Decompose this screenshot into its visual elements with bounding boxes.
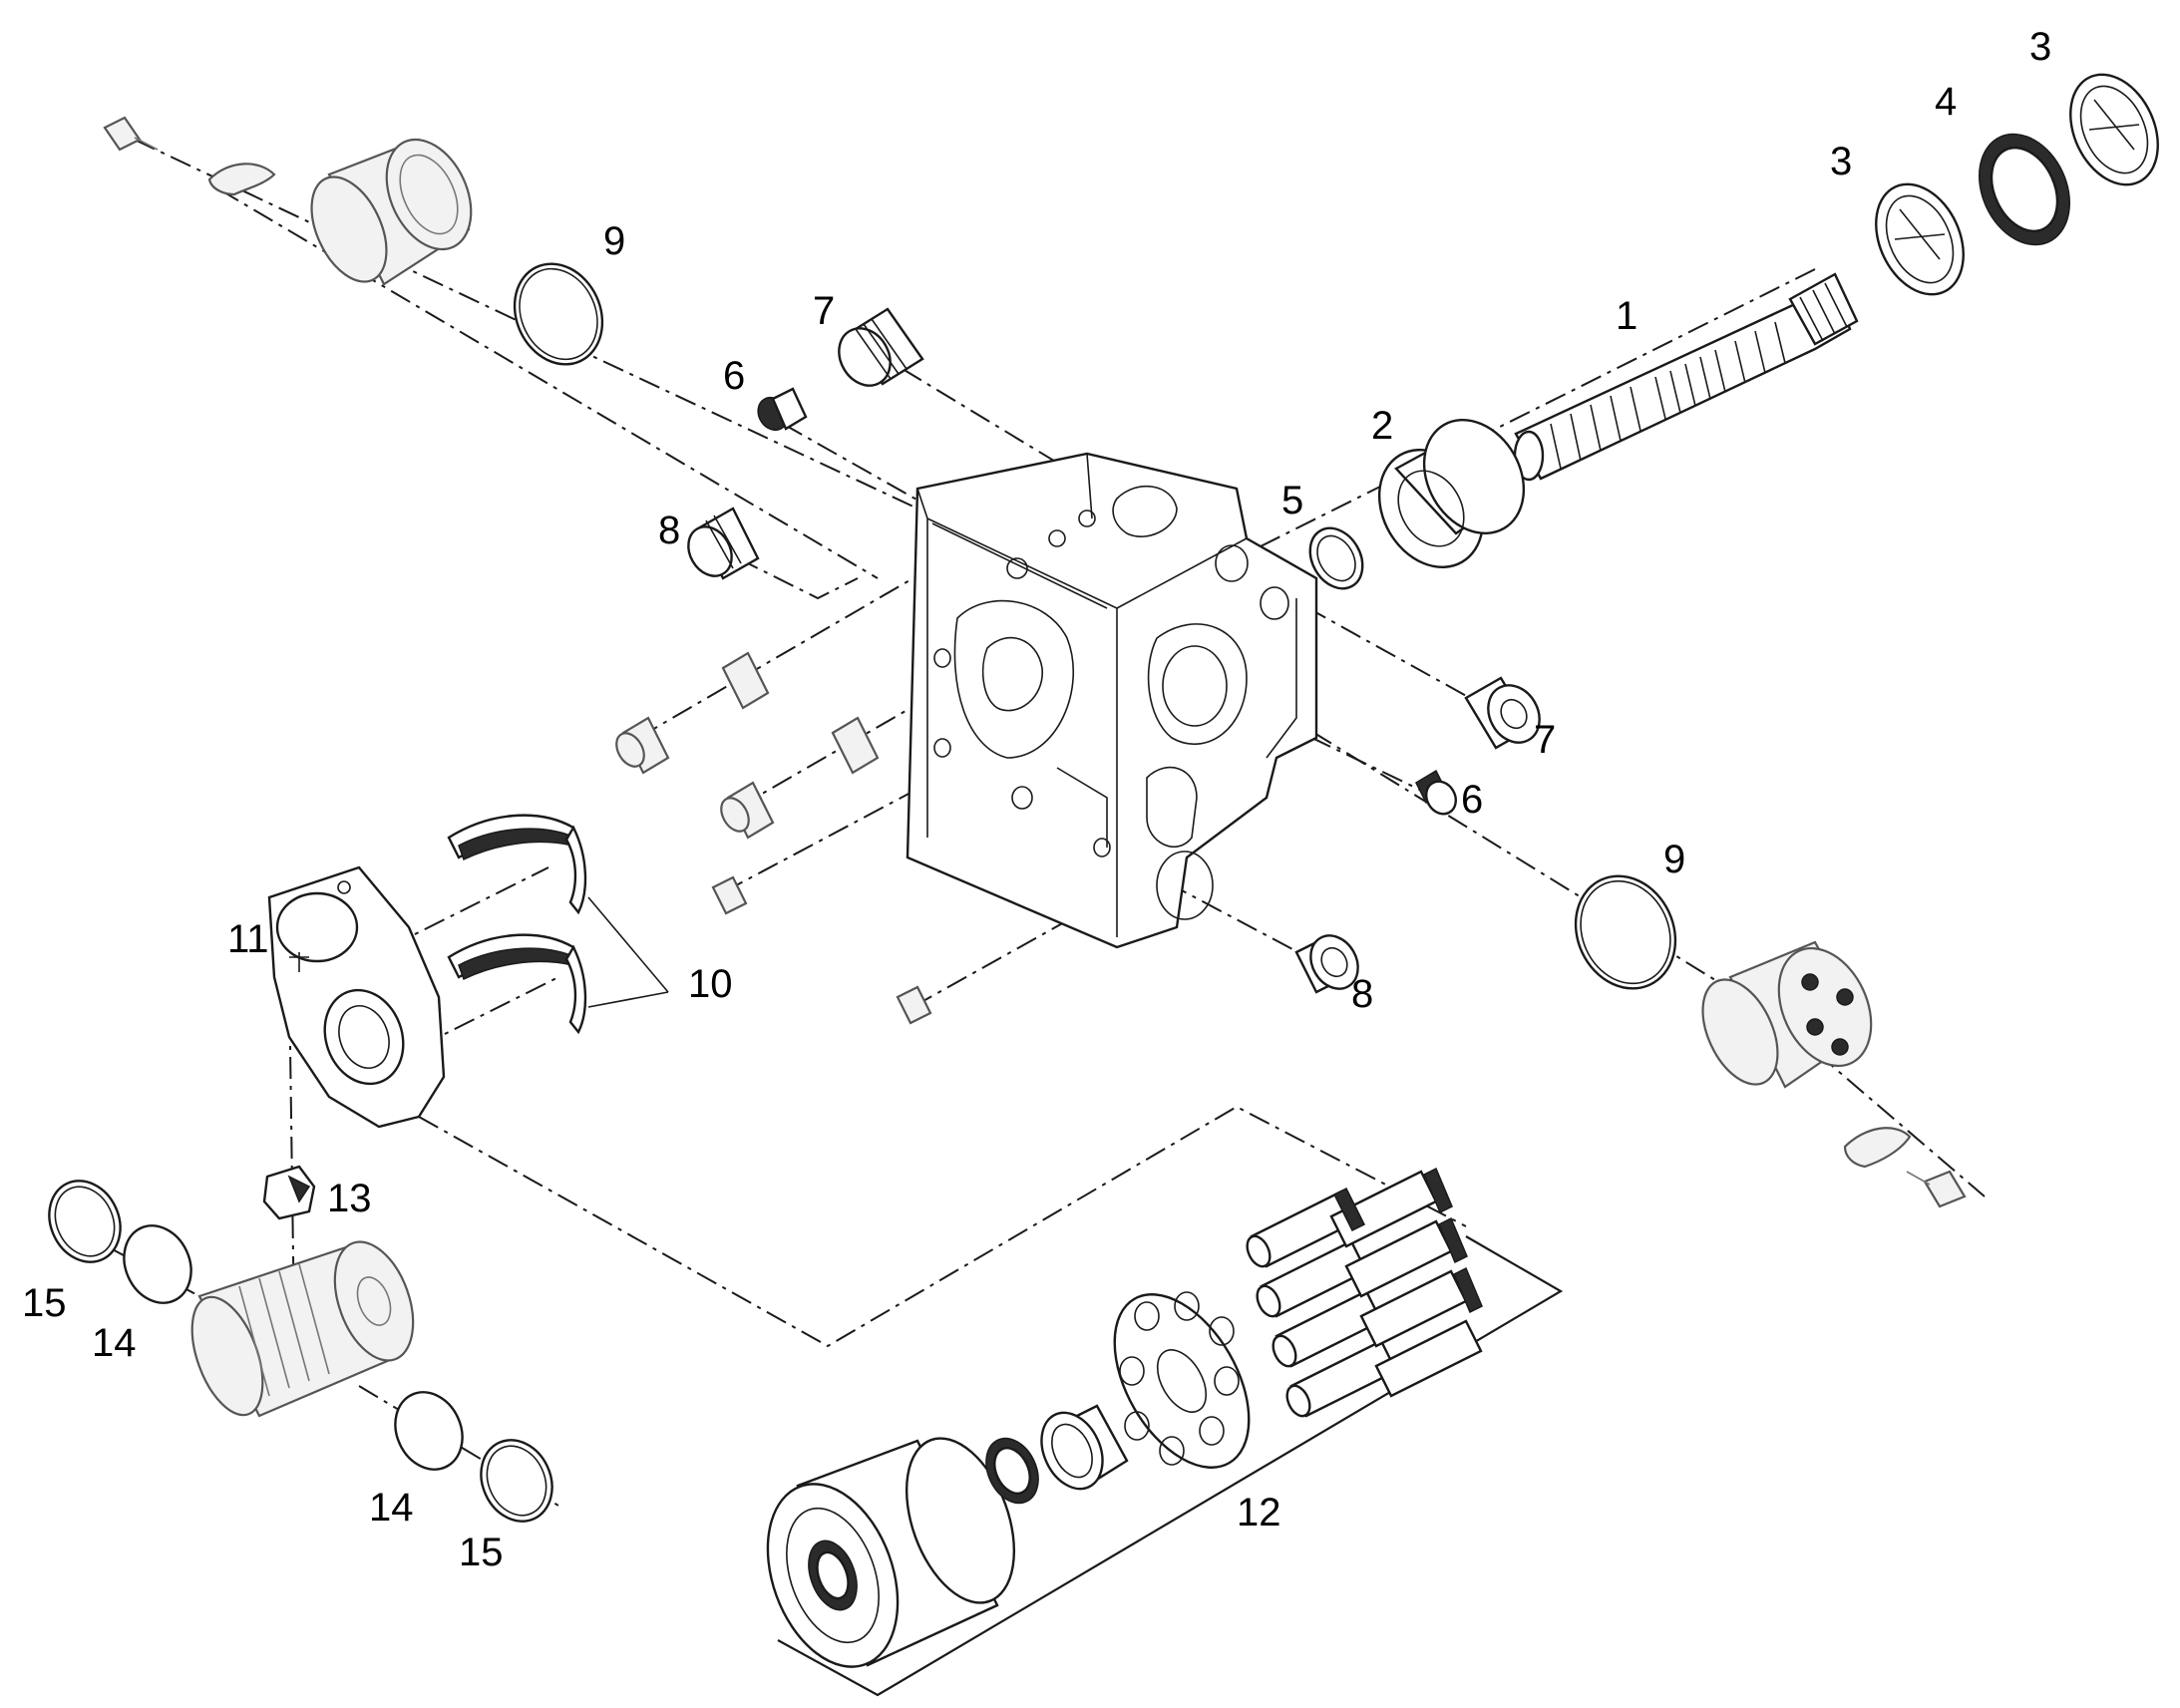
callout-10-leaders (587, 896, 669, 1008)
o-ring-right (1574, 874, 1677, 990)
cradle-bearing-upper (447, 814, 587, 915)
leader-left-lower-axis (218, 188, 879, 579)
callout-9-right: 9 (1663, 838, 1685, 881)
leader-right-cover-axis (1176, 647, 1986, 1197)
o-ring-14-right (394, 1391, 464, 1471)
leader-bearings-b (418, 976, 559, 1048)
callout-1: 1 (1616, 294, 1637, 338)
retainer-ring (985, 1437, 1039, 1505)
control-cover-top-left (310, 138, 473, 286)
drive-shaft (1513, 272, 1859, 482)
small-plugs-left (615, 651, 932, 1025)
callout-6-right: 6 (1461, 778, 1483, 822)
clip-bottom-right (1843, 1127, 1912, 1169)
retaining-plate (1113, 1291, 1251, 1469)
callout-11: 11 (227, 917, 269, 961)
callout-12: 12 (1237, 1491, 1281, 1535)
plug-7-top (838, 307, 924, 387)
plug-6-right (1415, 769, 1458, 816)
leader-plug-6-top (782, 423, 933, 510)
callout-4: 4 (1935, 80, 1957, 124)
pump-housing (906, 452, 1318, 949)
o-ring-14-left (123, 1224, 192, 1304)
plug-8-top (687, 507, 760, 580)
leader-plug-8-top (737, 557, 859, 600)
shaft-seal (1978, 133, 2071, 246)
callout-6-top: 6 (723, 354, 745, 398)
pistons (1246, 1167, 1483, 1418)
callout-8-top: 8 (658, 509, 680, 552)
slider-block (262, 1165, 316, 1220)
rotating-group-bracket (777, 1235, 1564, 1697)
spherical-bushing (1040, 1404, 1129, 1491)
seal-ring-15-left (48, 1180, 122, 1263)
control-cover-bottom-right (1701, 940, 1873, 1089)
seal-ring-15-right (480, 1439, 553, 1523)
bolt-top-left (103, 116, 159, 152)
bearing (1377, 418, 1526, 569)
o-ring-left (513, 262, 604, 366)
control-piston (190, 1240, 415, 1418)
leader-left-control-axis (134, 139, 918, 510)
callout-2: 2 (1371, 404, 1393, 448)
snap-ring (1308, 526, 1364, 590)
callout-5: 5 (1281, 479, 1303, 522)
callout-13: 13 (327, 1177, 372, 1220)
callout-15-right: 15 (459, 1531, 504, 1574)
leader-plug-7-top (902, 368, 1068, 470)
bolt-bottom-right (1906, 1170, 1967, 1208)
cylinder-block (766, 1437, 1016, 1668)
leader-bearings-a (388, 866, 549, 948)
callout-14-left: 14 (92, 1321, 137, 1365)
callout-3-inner: 3 (1830, 140, 1852, 183)
retaining-ring-inner (1875, 182, 1965, 296)
callout-15-left: 15 (22, 1281, 67, 1325)
callout-14-right: 14 (369, 1486, 414, 1530)
callout-3-outer: 3 (2029, 25, 2051, 69)
plug-6-top (757, 387, 808, 432)
swash-plate (267, 865, 446, 1129)
callouts: 1 2 3 3 4 5 6 6 7 7 8 8 9 9 10 11 12 13 … (22, 25, 2051, 1574)
leader-shaft-axis (1236, 268, 1816, 559)
callout-7-right: 7 (1534, 718, 1556, 762)
callout-10: 10 (688, 962, 733, 1006)
retaining-ring-outer (2069, 73, 2159, 186)
plug-8-bottom (1294, 934, 1359, 994)
leader-left-plugs-a (637, 557, 948, 739)
callout-9-left: 9 (603, 219, 625, 263)
cradle-bearing-lower (447, 933, 587, 1035)
plug-7-right (1464, 676, 1541, 750)
callout-8-bottom: 8 (1351, 972, 1373, 1016)
clip-top-left (207, 163, 276, 196)
callout-7-top: 7 (813, 289, 835, 333)
